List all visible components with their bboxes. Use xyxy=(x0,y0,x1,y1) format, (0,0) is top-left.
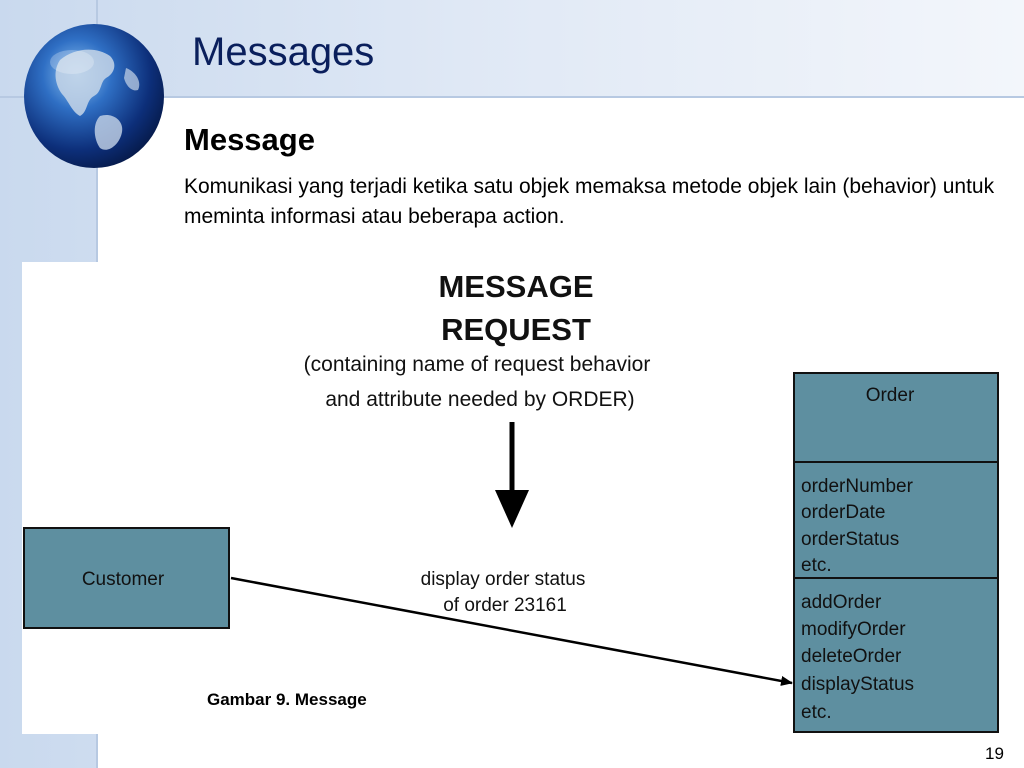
globe-icon xyxy=(24,24,164,168)
message-label-line1: display order status xyxy=(421,569,586,590)
slide-title: Messages xyxy=(192,30,375,74)
horizontal-guide-line xyxy=(0,96,1024,98)
order-method: displayStatus xyxy=(801,674,914,695)
order-method: etc. xyxy=(801,702,832,723)
order-attribute: orderStatus xyxy=(801,529,899,550)
customer-box: Customer xyxy=(23,527,230,629)
section-heading: Message xyxy=(184,122,315,157)
order-attribute: etc. xyxy=(801,555,832,576)
page-number: 19 xyxy=(985,744,1004,763)
order-class-name: Order xyxy=(866,385,915,406)
order-attribute: orderDate xyxy=(801,502,886,523)
order-attribute: orderNumber xyxy=(801,476,914,497)
message-request-note-line1: (containing name of request behavior xyxy=(304,353,651,376)
down-arrow xyxy=(495,422,529,528)
message-request-heading-line1: MESSAGE xyxy=(438,269,593,304)
message-label-line2: of order 23161 xyxy=(443,595,567,616)
order-method: deleteOrder xyxy=(801,646,902,667)
message-request-heading-line2: REQUEST xyxy=(441,312,591,347)
body-paragraph: Komunikasi yang terjadi ketika satu obje… xyxy=(184,175,995,228)
order-method: modifyOrder xyxy=(801,619,906,640)
customer-label: Customer xyxy=(82,569,165,590)
message-request-note-line2: and attribute needed by ORDER) xyxy=(325,388,634,411)
order-method: addOrder xyxy=(801,592,882,613)
order-class-box: Order orderNumber orderDate orderStatus … xyxy=(793,372,999,733)
figure-caption: Gambar 9. Message xyxy=(207,690,367,709)
message-arrow xyxy=(230,576,793,686)
